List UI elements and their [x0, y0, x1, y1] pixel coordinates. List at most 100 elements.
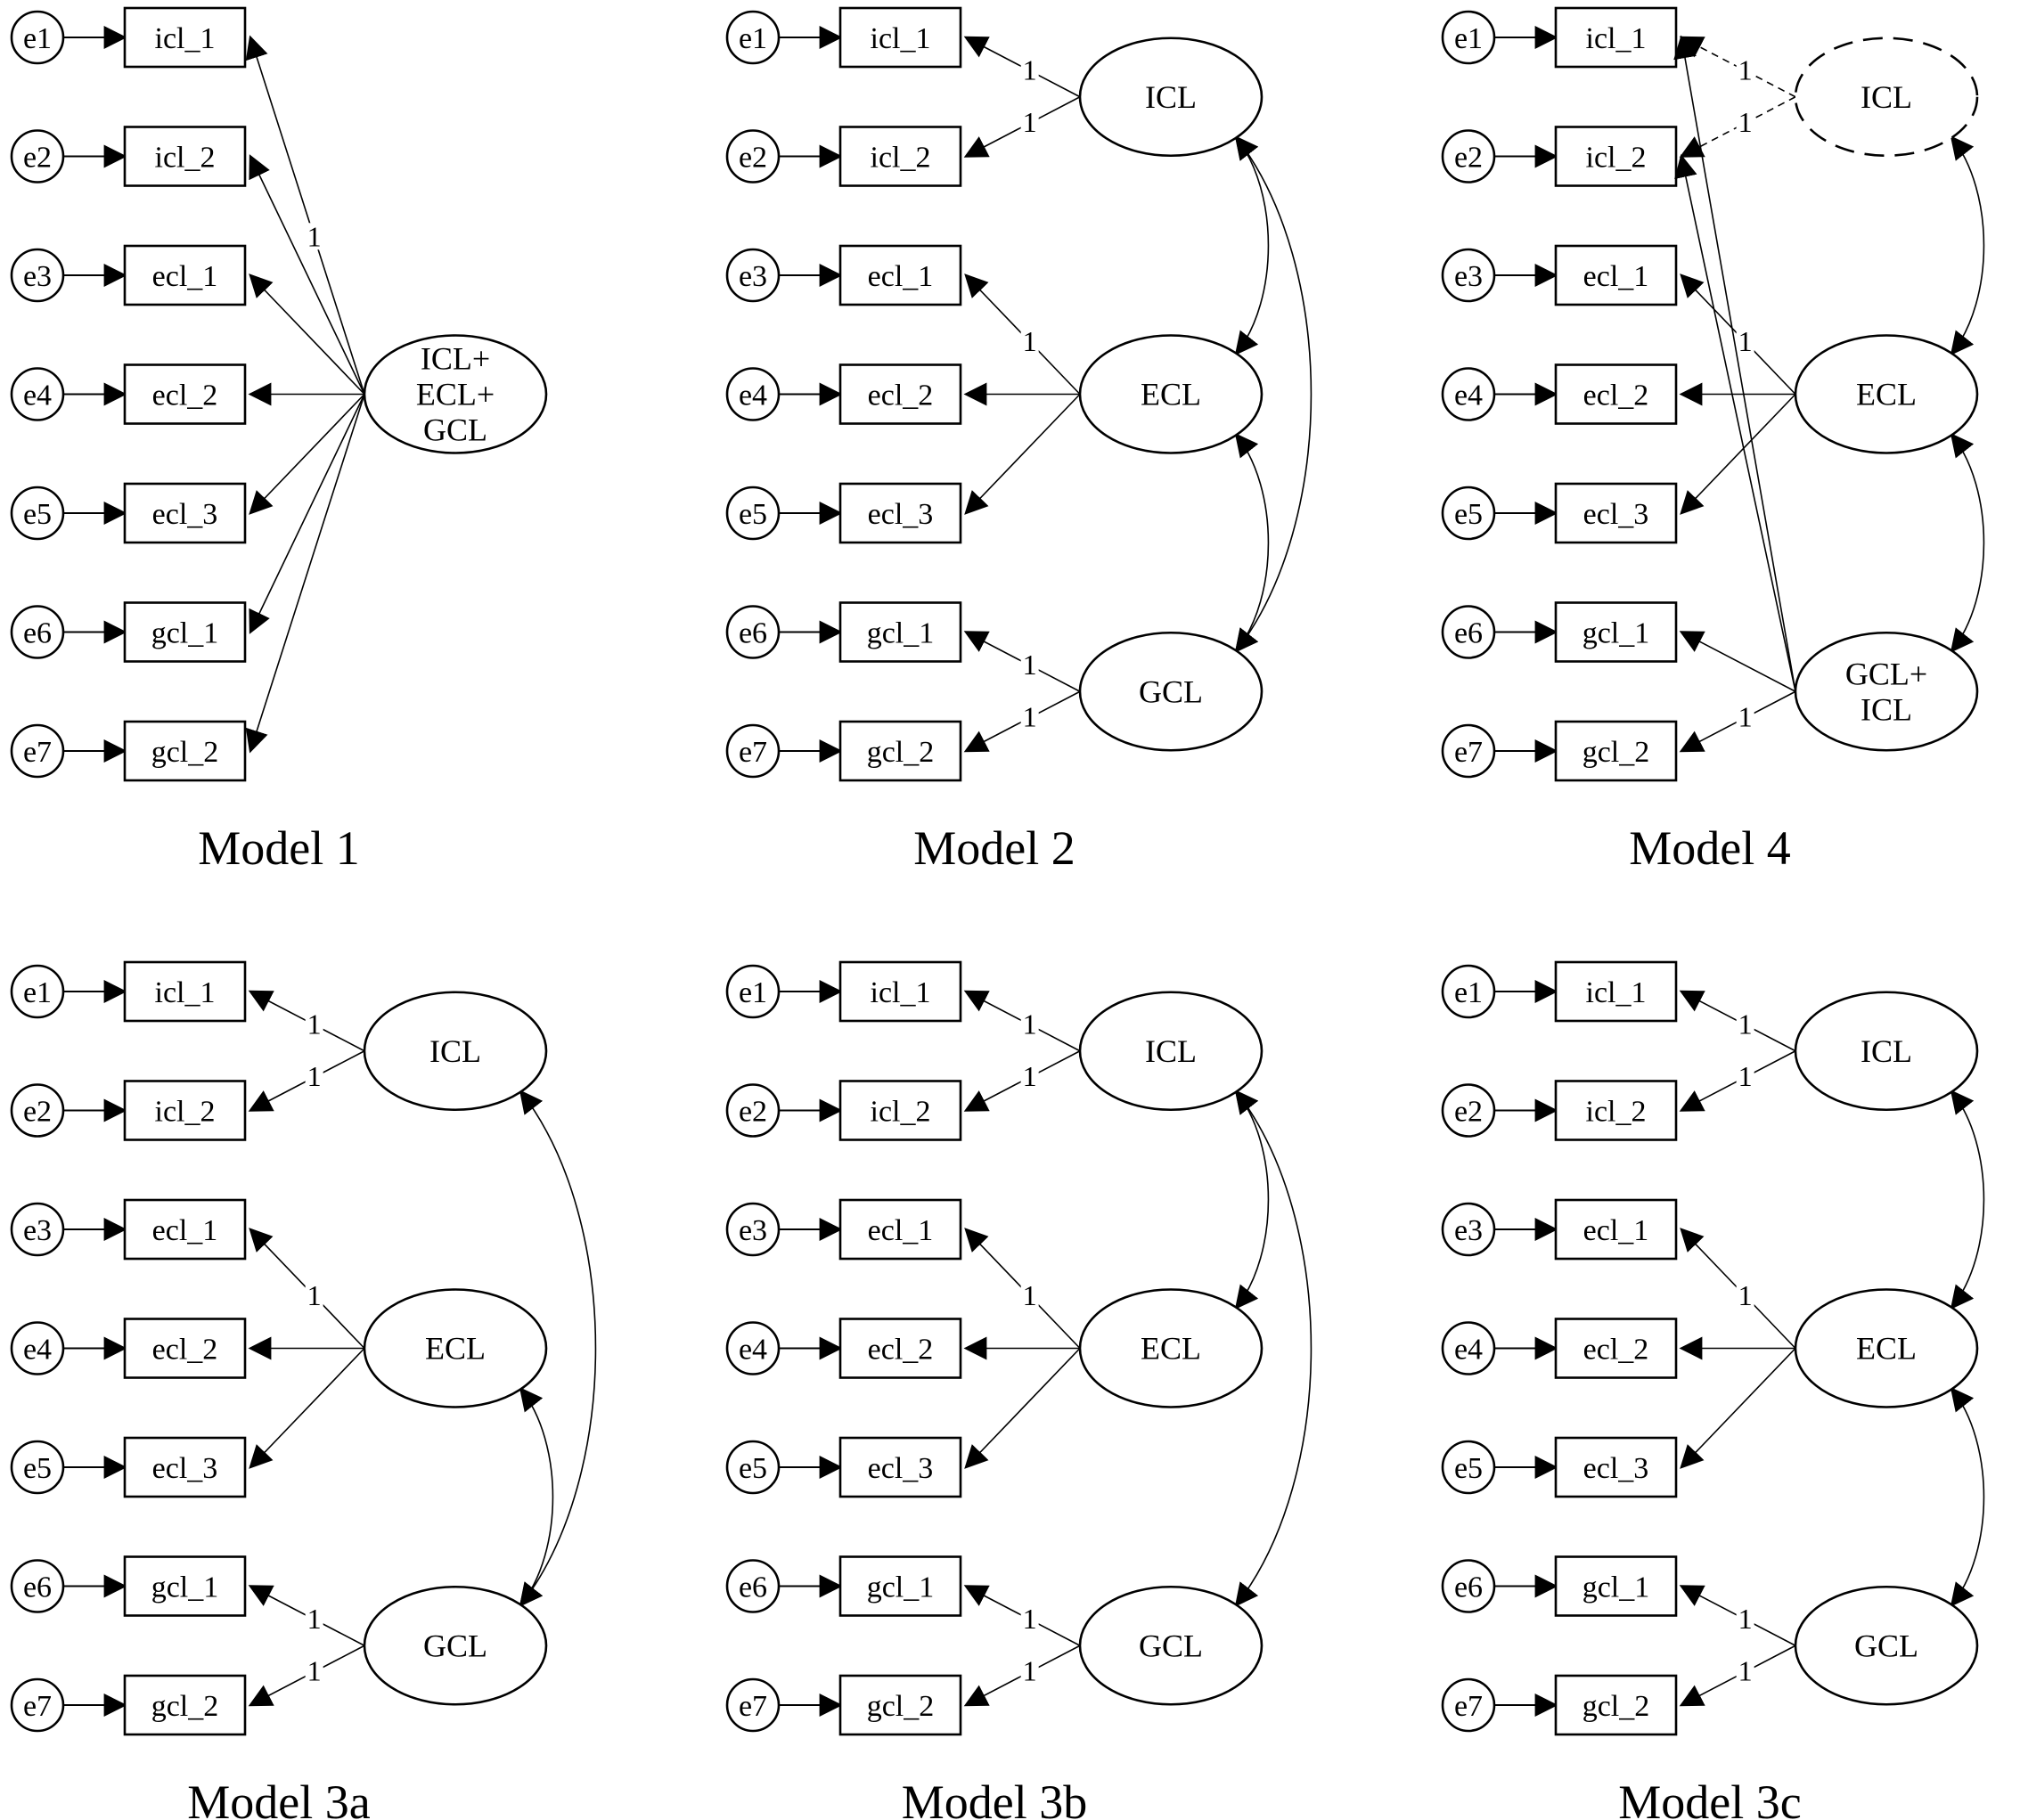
model-panel: e1e2e3e4e5e6e7icl_1icl_2ecl_1ecl_2ecl_3g…	[1441, 6, 1985, 875]
loading-label: 1	[1738, 1279, 1753, 1311]
error-term-label: e2	[23, 142, 52, 175]
loading-label-bg	[1736, 56, 1754, 84]
indicator-label: icl_1	[871, 976, 931, 1009]
indicator-label: ecl_3	[868, 1452, 934, 1485]
latent-factor-label: GCL	[1139, 1628, 1203, 1663]
indicator-label: icl_1	[1586, 22, 1647, 55]
indicator-box	[838, 1555, 962, 1617]
indicator-box	[838, 1198, 962, 1261]
indicator-box	[123, 1318, 247, 1379]
loading-label: 1	[1023, 53, 1037, 86]
error-term-label: e1	[23, 22, 52, 55]
indicator-box	[123, 1674, 247, 1736]
error-term-label: e5	[23, 498, 52, 531]
indicator-label: ecl_1	[1583, 260, 1649, 293]
latent-factor-node	[1078, 37, 1264, 158]
model-panel: e1e2e3e4e5e6e7icl_1icl_2ecl_1ecl_2ecl_3g…	[10, 960, 597, 1820]
error-term-label: e4	[23, 1334, 52, 1367]
indicator-label: gcl_1	[151, 617, 219, 650]
latent-factor-node	[1078, 631, 1264, 752]
latent-factor-label: ICL	[1861, 691, 1912, 727]
covariance-arrow	[1234, 135, 1313, 653]
loading-label: 1	[1023, 1008, 1037, 1040]
error-term-label: e5	[1454, 1452, 1483, 1485]
loading-label: 1	[307, 1603, 322, 1635]
indicator-box	[1554, 1674, 1678, 1736]
indicator-label: ecl_3	[1583, 1452, 1649, 1485]
latent-factor-node	[1794, 334, 1979, 454]
indicator-label: icl_2	[1586, 1096, 1647, 1129]
model-title: Model 3a	[187, 1775, 370, 1820]
indicator-box	[1554, 1555, 1678, 1617]
loading-label-bg	[1736, 109, 1754, 136]
indicator-box	[1554, 1198, 1678, 1261]
indicator-box	[838, 363, 962, 425]
indicator-box	[123, 6, 247, 69]
latent-factor-label: ECL+	[416, 377, 495, 412]
indicator-label: icl_2	[155, 1096, 216, 1129]
error-term-label: e1	[23, 976, 52, 1009]
error-term-label: e4	[739, 1334, 767, 1367]
indicator-box	[1554, 1080, 1678, 1141]
indicator-label: ecl_1	[152, 1214, 218, 1247]
loading-label: 1	[1023, 106, 1037, 138]
indicator-label: ecl_2	[1583, 1334, 1649, 1367]
indicator-label: gcl_2	[151, 1690, 219, 1723]
error-term-label: e7	[23, 1690, 52, 1723]
error-term-label: e1	[1454, 976, 1483, 1009]
error-term-label: e1	[1454, 22, 1483, 55]
indicator-box	[838, 1674, 962, 1736]
loading-label: 1	[1023, 649, 1037, 681]
error-term-label: e3	[739, 260, 767, 293]
indicator-label: ecl_2	[868, 1334, 934, 1367]
indicator-label: gcl_2	[867, 1690, 935, 1723]
loading-label: 1	[1023, 1655, 1037, 1687]
loading-label-bg	[305, 223, 323, 250]
loading-label-bg	[1020, 1657, 1039, 1685]
error-term-label: e6	[739, 1571, 767, 1604]
indicator-box	[838, 6, 962, 69]
factor-loading-arrow	[249, 393, 365, 515]
loading-label: 1	[1738, 325, 1753, 357]
covariance-arrow	[1234, 1090, 1270, 1310]
latent-factor-label: ECL	[1856, 377, 1917, 412]
error-term-label: e6	[23, 1571, 52, 1604]
latent-factor-node	[1078, 1288, 1264, 1408]
error-term-label: e7	[23, 736, 52, 769]
latent-factor-label: ECL	[1141, 377, 1201, 412]
covariance-arrow	[519, 1090, 597, 1607]
indicator-label: ecl_3	[1583, 498, 1649, 531]
indicator-box	[123, 720, 247, 782]
loading-label-bg	[1736, 1010, 1754, 1038]
indicator-label: icl_2	[1586, 142, 1647, 175]
error-term-label: e4	[23, 380, 52, 412]
latent-factor-node	[1794, 1585, 1979, 1706]
indicator-label: icl_2	[155, 142, 216, 175]
factor-loading-arrow	[249, 1347, 365, 1469]
factor-loading-arrow	[249, 154, 365, 395]
loading-label-bg	[305, 1063, 323, 1090]
factor-loading-arrow	[964, 393, 1081, 515]
error-term-label: e3	[23, 1214, 52, 1247]
indicator-label: gcl_1	[1582, 1571, 1650, 1604]
loading-label-bg	[305, 1010, 323, 1038]
indicator-label: gcl_1	[1582, 617, 1650, 650]
covariance-arrow	[1950, 135, 1985, 356]
error-term-label: e7	[1454, 1690, 1483, 1723]
loading-label: 1	[1738, 1008, 1753, 1040]
loading-label: 1	[307, 1655, 322, 1687]
error-term-label: e2	[1454, 1096, 1483, 1129]
indicator-label: gcl_2	[151, 736, 219, 769]
loading-label-bg	[305, 1281, 323, 1309]
indicator-label: ecl_2	[152, 380, 218, 412]
model-panel: e1e2e3e4e5e6e7icl_1icl_2ecl_1ecl_2ecl_3g…	[725, 960, 1313, 1820]
indicator-box	[838, 1318, 962, 1379]
latent-factor-label: ICL+	[421, 341, 490, 377]
indicator-box	[838, 482, 962, 544]
indicator-label: ecl_1	[152, 260, 218, 293]
indicator-label: gcl_2	[1582, 1690, 1650, 1723]
loading-label-bg	[1020, 1010, 1039, 1038]
model-title: Model 1	[198, 821, 360, 875]
error-term-label: e6	[1454, 1571, 1483, 1604]
